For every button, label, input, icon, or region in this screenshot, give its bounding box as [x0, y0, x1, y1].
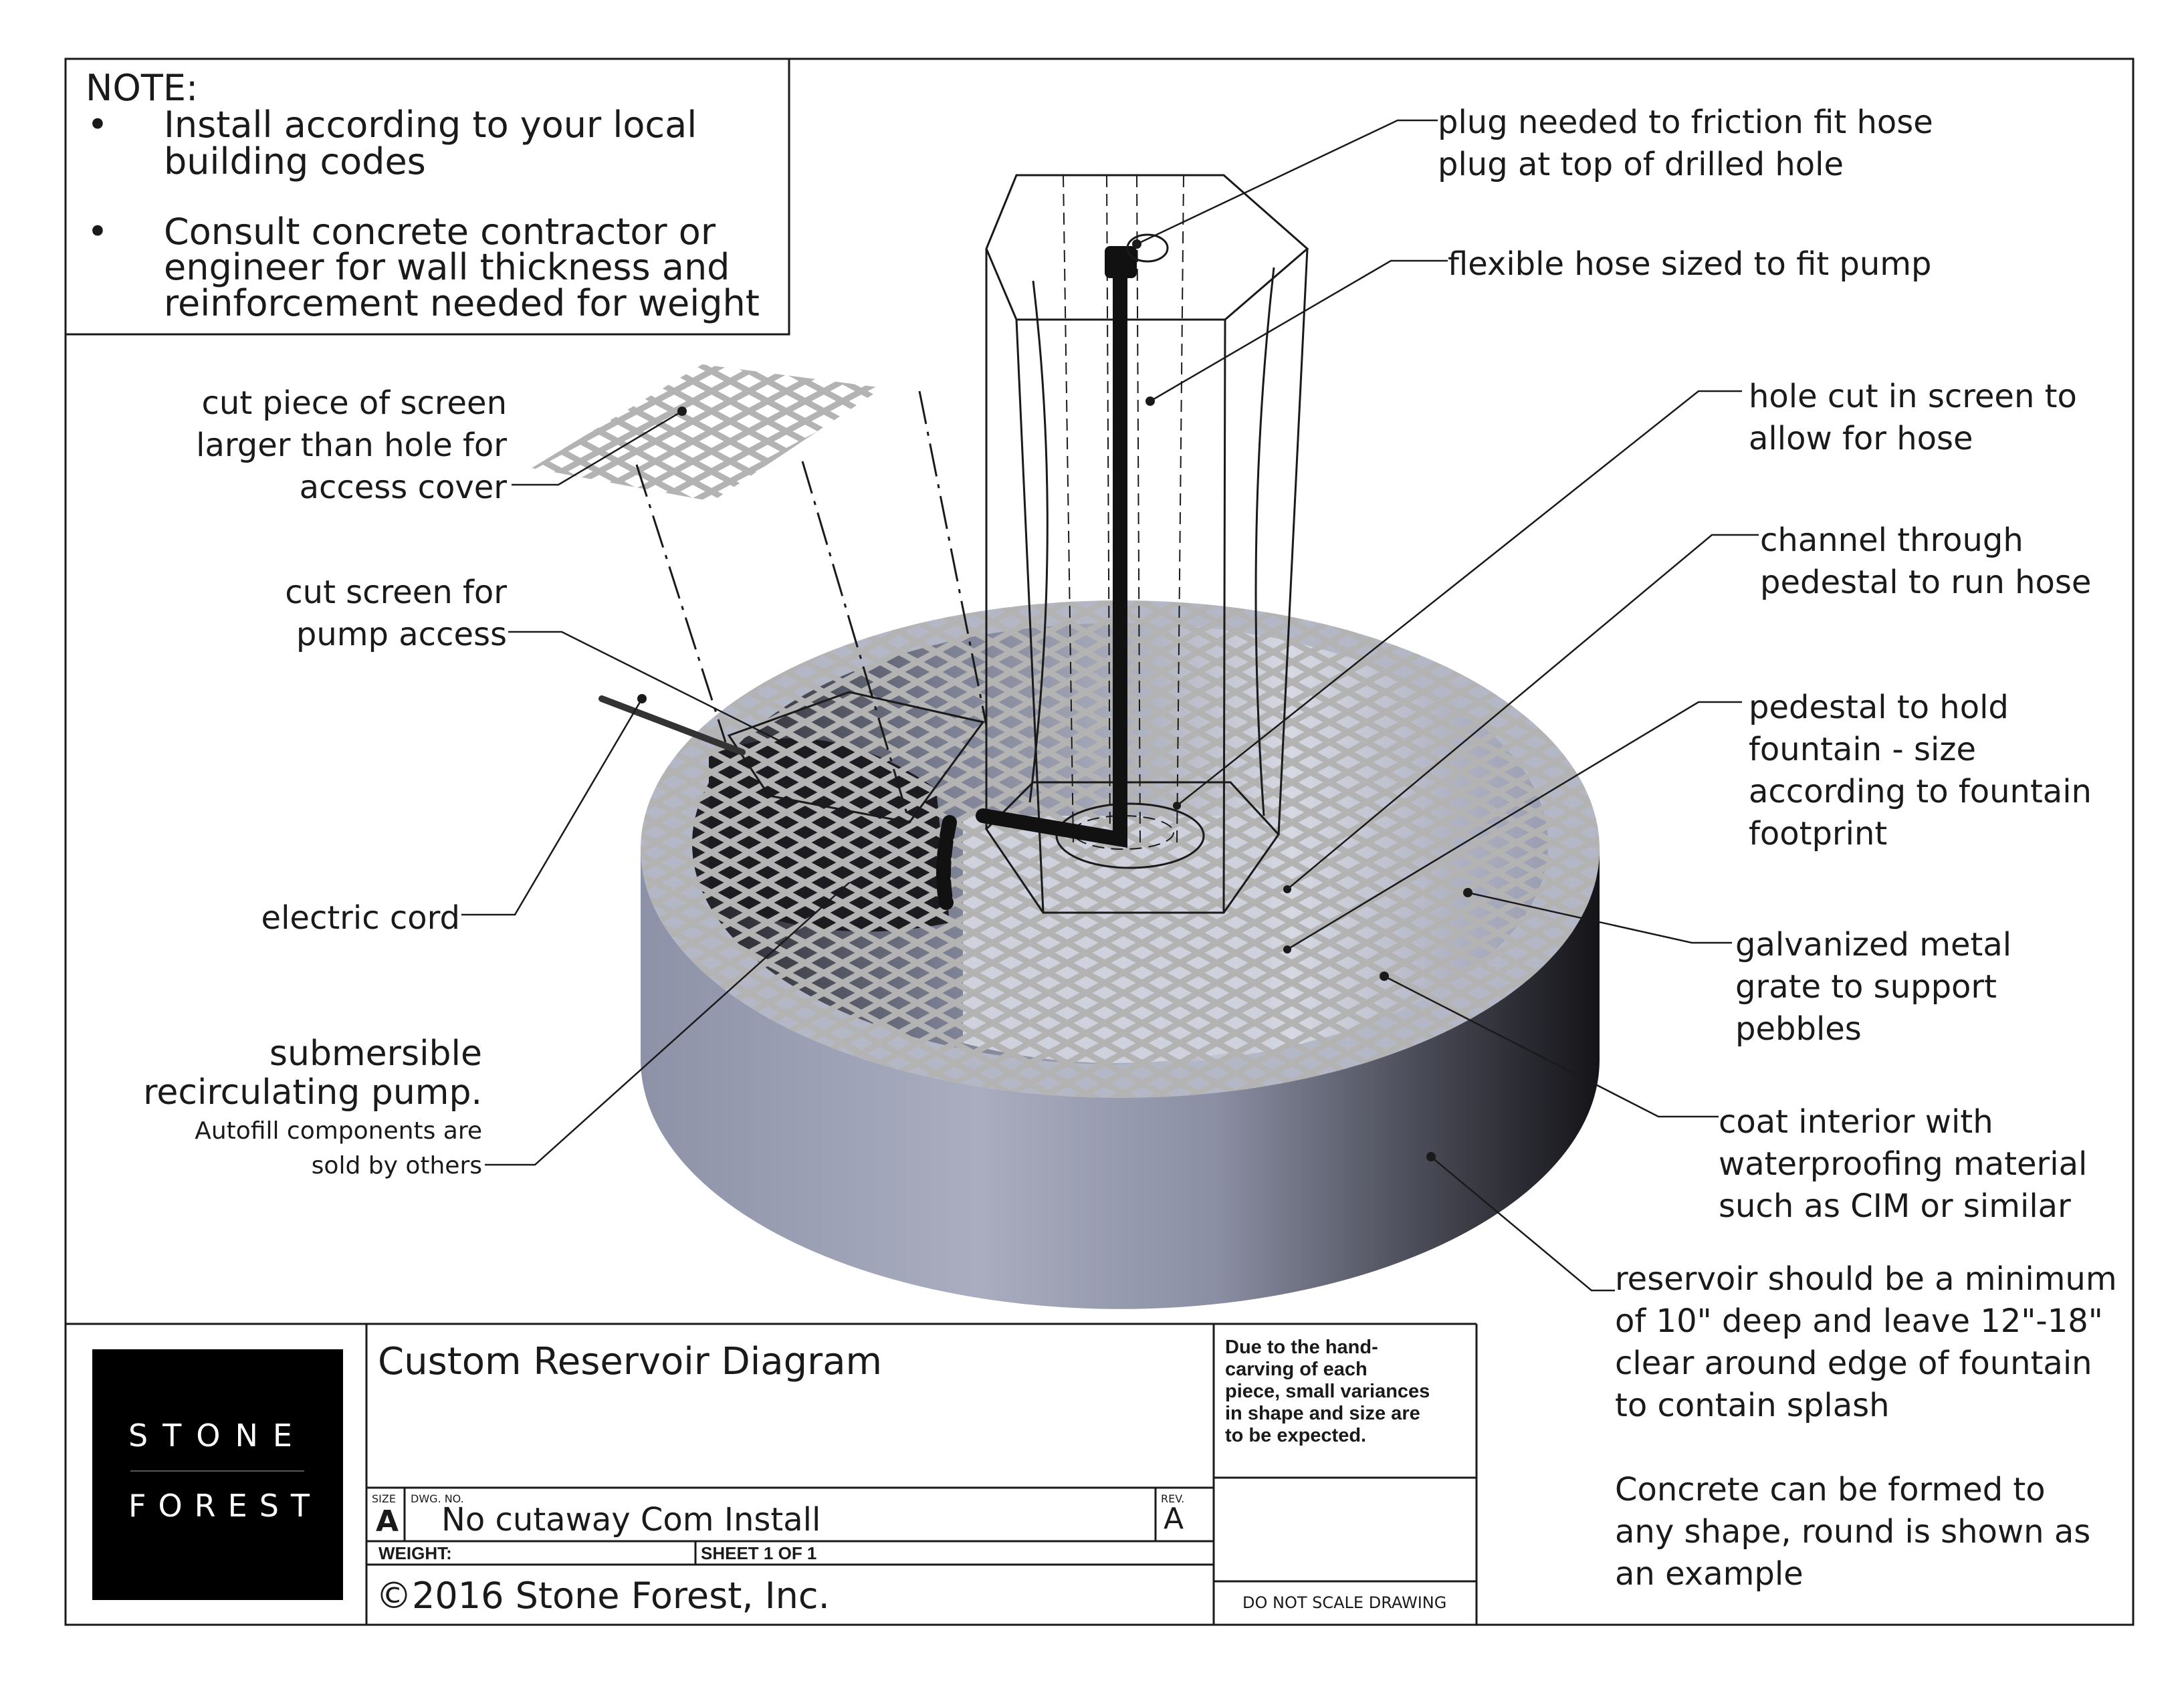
leader-lines	[461, 119, 1759, 1292]
label-coat-3: such as CIM or similar	[1719, 1187, 2071, 1225]
label-pedestal-1: pedestal to hold	[1749, 689, 2009, 726]
label-pedestal-3: according to fountain	[1749, 773, 2092, 810]
note-bullet1-line2: building codes	[164, 140, 426, 183]
label-reservoir-2: of 10" deep and leave 12"-18"	[1615, 1302, 2103, 1340]
projection-line-2	[801, 461, 911, 823]
label-grate-1: galvanized metal	[1735, 926, 2012, 963]
label-cut-piece-3: access cover	[299, 469, 507, 506]
weight-label: WEIGHT:	[378, 1543, 452, 1563]
label-coat-1: coat interior with	[1719, 1103, 1993, 1141]
label-pump-note-1: Autofill components are	[195, 1117, 482, 1145]
sheet-label: SHEET 1 OF 1	[701, 1543, 817, 1563]
label-hole-2: allow for hose	[1749, 420, 1973, 457]
label-reservoir-4: to contain splash	[1615, 1387, 1890, 1424]
label-coat-2: waterproofing material	[1719, 1145, 2088, 1183]
label-plug-1: plug needed to friction fit hose	[1438, 104, 1933, 141]
projection-line-3	[918, 390, 988, 726]
electric-cord	[598, 695, 746, 756]
label-reservoir-3: clear around edge of fountain	[1615, 1345, 2092, 1382]
note-box	[64, 58, 790, 336]
leader-dots	[637, 239, 1472, 1161]
label-hose: flexible hose sized to fit pump	[1448, 245, 1932, 283]
pedestal-wireframe	[985, 174, 1309, 914]
drawing-title: Custom Reservoir Diagram	[378, 1340, 883, 1383]
note-heading: NOTE:	[86, 67, 199, 109]
label-pedestal-2: fountain - size	[1749, 731, 1977, 768]
label-cut-piece-2: larger than hole for	[196, 427, 507, 464]
logo-line1: STONE	[128, 1417, 307, 1454]
flexible-hose	[936, 260, 1127, 910]
label-cut-screen-1: cut screen for	[285, 574, 507, 611]
disclaimer-2: carving of each	[1225, 1359, 1368, 1380]
screen-piece	[532, 364, 883, 501]
label-hole-1: hole cut in screen to	[1749, 378, 2077, 415]
drawing-border	[64, 58, 2135, 1626]
disclaimer-4: in shape and size are	[1225, 1403, 1420, 1424]
label-pump-2: recirculating pump.	[143, 1072, 482, 1113]
hose-plug	[1105, 246, 1137, 278]
hose-hole-outline	[1055, 802, 1205, 869]
bullet-2: •	[87, 211, 108, 253]
do-not-scale: DO NOT SCALE DRAWING	[1242, 1593, 1447, 1612]
dwg-no-value: No cutaway Com Install	[441, 1501, 821, 1539]
label-cut-piece-1: cut piece of screen	[201, 384, 508, 422]
projection-line-1	[635, 464, 727, 743]
copyright: ©2016 Stone Forest, Inc.	[376, 1575, 830, 1617]
label-grate-3: pebbles	[1735, 1010, 1862, 1048]
size-label: SIZE	[372, 1492, 396, 1505]
plug-hole-outline	[1126, 233, 1169, 263]
label-pump-note-2: sold by others	[311, 1152, 482, 1179]
note-bullet1-line1: Install according to your local	[164, 104, 697, 146]
disclaimer-5: to be expected.	[1225, 1425, 1367, 1446]
disclaimer-3: piece, small variances	[1225, 1381, 1430, 1402]
note-bullet2-line2: engineer for wall thickness and	[164, 246, 730, 288]
label-grate-2: grate to support	[1735, 968, 1997, 1006]
label-channel-1: channel through	[1760, 522, 2024, 559]
title-block-frame	[66, 1323, 1478, 1625]
rev-label: REV.	[1161, 1492, 1185, 1505]
label-pedestal-4: footprint	[1749, 815, 1888, 853]
bullet-1: •	[87, 104, 108, 146]
dwg-no-label: DWG. NO.	[411, 1492, 464, 1505]
access-cut-outline	[727, 691, 985, 824]
size-value: A	[376, 1504, 399, 1539]
note-bullet2-line1: Consult concrete contractor or	[164, 211, 716, 253]
label-cord: electric cord	[261, 899, 460, 937]
label-concrete-2: any shape, round is shown as	[1615, 1513, 2091, 1551]
drilled-hole-hidden-lines	[1063, 175, 1184, 850]
label-concrete-3: an example	[1615, 1555, 1804, 1593]
stone-forest-logo	[92, 1349, 343, 1600]
note-bullet2-line3: reinforcement needed for weight	[164, 282, 760, 324]
label-pump-1: submersible	[269, 1034, 482, 1074]
label-reservoir-1: reservoir should be a minimum	[1615, 1260, 2117, 1298]
label-channel-2: pedestal to run hose	[1760, 564, 2092, 601]
rev-value: A	[1164, 1502, 1184, 1536]
disclaimer-1: Due to the hand-	[1225, 1337, 1378, 1358]
label-plug-2: plug at top of drilled hole	[1438, 146, 1844, 183]
label-concrete-1: Concrete can be formed to	[1615, 1471, 2046, 1508]
label-cut-screen-2: pump access	[296, 616, 507, 653]
logo-line2: FOREST	[128, 1488, 322, 1524]
